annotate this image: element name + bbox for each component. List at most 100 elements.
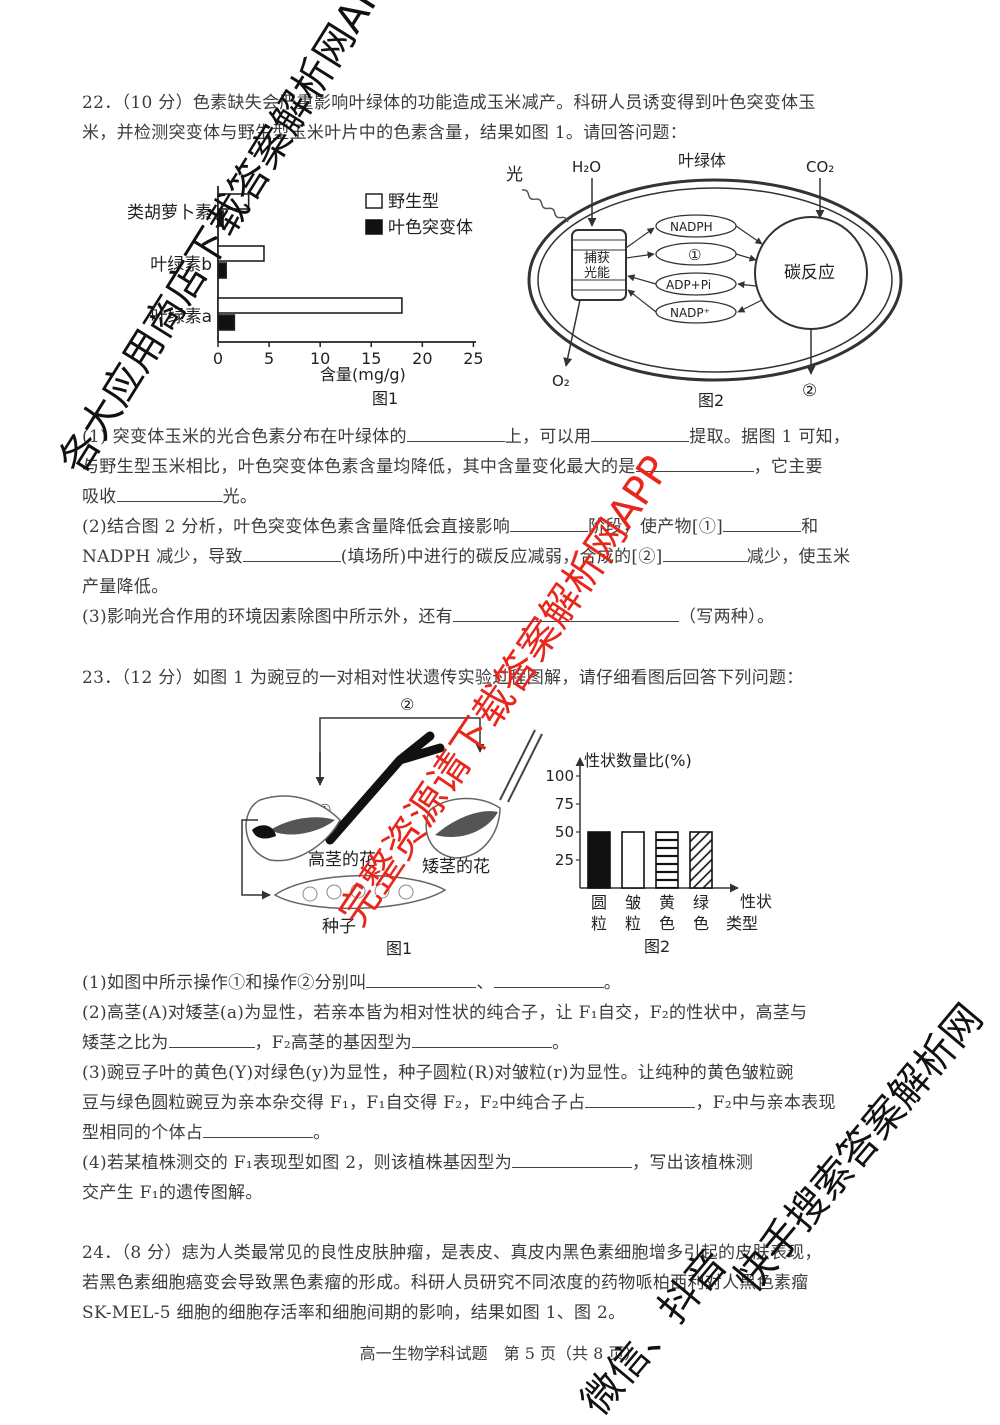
label-nadp: NADP⁺ (670, 306, 710, 320)
q22-part2-line3: 产量降低。 (82, 577, 169, 597)
q22-p1-text-a: (1) 突变体玉米的光合色素分布在叶绿体的 (82, 427, 407, 447)
answer-blank[interactable] (412, 1033, 553, 1048)
answer-blank[interactable] (242, 547, 341, 562)
fig2-category-label: 色 (659, 914, 675, 933)
answer-blank[interactable] (510, 517, 589, 532)
fig2-category-label: 绿 (693, 893, 709, 912)
q22-p1-text-b: 上，可以用 (504, 427, 592, 447)
q23-part3-line3: 型相同的个体占 。 (82, 1118, 330, 1143)
q23-part2-line1: (2)高茎(A)对矮茎(a)为显性，若亲本皆为相对性状的纯合子，让 F₁自交，F… (82, 1003, 808, 1023)
q22-p2-text-d: NADPH 减少，导致 (82, 547, 243, 567)
fig2-category-label: 色 (693, 914, 709, 933)
answer-blank[interactable] (116, 487, 223, 502)
fig2-category-label: 皱 (625, 893, 641, 912)
answer-blank[interactable] (512, 1153, 633, 1168)
answer-blank[interactable] (406, 427, 505, 442)
fig2-y-tick-label: 75 (555, 795, 574, 813)
answer-blank[interactable] (635, 457, 754, 472)
answer-blank[interactable] (366, 973, 477, 988)
answer-blank[interactable] (493, 973, 604, 988)
answer-blank[interactable] (662, 547, 747, 562)
q23-p1-text-b: 、 (476, 973, 494, 993)
q23-part2-line2: 矮茎之比为 ，F₂高茎的基因型为 。 (82, 1028, 569, 1053)
fig1-caption: 图1 (372, 389, 398, 408)
q22-p2-text-e: (填场所)中进行的碳反应减弱，合成的[②] (340, 547, 663, 567)
legend-swatch-wild (365, 193, 383, 209)
fig2-bar (655, 831, 679, 889)
seed-arrow (241, 819, 271, 900)
tall-flower-icon (245, 795, 341, 862)
q23-part3-line2: 豆与绿色圆粒豌豆为亲本杂交得 F₁，F₁自交得 F₂，F₂中纯合子占 ，F₂中与亲… (82, 1088, 836, 1113)
fig2-bar (587, 831, 611, 889)
fig2-ylabel: 性状数量比(%) (584, 751, 692, 770)
q22-part3-line1: (3)影响光合作用的环境因素除图中所示外，还有 （写两种）。 (82, 602, 774, 627)
q22-part2-line2: NADPH 减少，导致 (填场所)中进行的碳反应减弱，合成的[②] 减少，使玉米 (82, 542, 850, 567)
bar-wild-type (217, 193, 250, 210)
answer-blank[interactable] (585, 1093, 696, 1108)
chloroplast-inner (537, 187, 893, 373)
label-capture-2: 光能 (584, 266, 610, 281)
legend-label-wild: 野生型 (388, 192, 439, 212)
bar-wild-type (217, 297, 403, 314)
fig1-x-tick-label: 0 (213, 349, 223, 368)
fig1-x-tick-label: 20 (412, 349, 432, 368)
q23-part1: (1)如图中所示操作①和操作②分别叫、。 (82, 968, 621, 993)
fig1-short-label: 矮茎的花 (422, 857, 490, 877)
q22-fig2-diagram: 光 H₂O 叶绿体 CO₂ 捕获 光能 O₂ 碳反应 ② NADPH ① ADP… (506, 151, 903, 410)
fig2-caption: 图2 (698, 391, 724, 410)
fig1-x-tick-label: 15 (361, 349, 381, 368)
fig2-bar (621, 831, 645, 889)
fig2-category-label: 粒 (625, 914, 641, 933)
q22-p2-text-c: 和 (801, 517, 819, 537)
fig1-x-tick-label: 10 (310, 349, 330, 368)
fig1-category-label: 叶绿素a (151, 307, 212, 327)
chloroplast-outer (527, 178, 903, 382)
label-light: 光 (506, 165, 523, 185)
legend-swatch-mutant (365, 219, 383, 235)
q23-p3-text-c: ，F₂中与亲本表现 (695, 1093, 836, 1113)
q22-part1-line1: (1) 突变体玉米的光合色素分布在叶绿体的上，可以用提取。据图 1 可知， (82, 422, 850, 447)
q23-p3-text-e: 。 (313, 1123, 331, 1143)
answer-blank[interactable] (723, 517, 802, 532)
page-footer: 高一生物学科试题 第 5 页（共 8 页） (359, 1344, 641, 1363)
q23-p3-text-d: 型相同的个体占 (82, 1123, 204, 1143)
bar-mutant (217, 314, 236, 331)
answer-blank[interactable] (203, 1123, 314, 1138)
forceps-icon (499, 729, 536, 801)
q22-p2-text-f: 减少，使玉米 (746, 547, 851, 567)
q22-stem-line2: 米，并检测突变体与野生型玉米叶片中的色素含量，结果如图 1。请回答问题： (82, 123, 688, 143)
bar-mutant (217, 262, 227, 279)
q23-p2-text-d: 。 (552, 1033, 570, 1053)
grana-stack-icon (571, 229, 627, 301)
q23-part4-line2: 交产生 F₁的遗传图解。 (82, 1183, 263, 1203)
q22-part2-line1: (2)结合图 2 分析，叶色突变体色素含量降低会直接影响阶段，使产物[①]和 (82, 512, 818, 537)
pea-pod-icon (273, 874, 447, 910)
label-o2: O₂ (552, 372, 570, 390)
answer-blank[interactable] (452, 607, 679, 622)
fig1-x-tick-label: 25 (463, 349, 483, 368)
q22-p1-text-f: 吸收 (82, 487, 117, 507)
fig2-y-tick-label: 50 (555, 823, 574, 841)
q22-p3-text-a: (3)影响光合作用的环境因素除图中所示外，还有 (82, 607, 453, 627)
fig2-y-tick-label: 100 (545, 767, 574, 785)
q23-part4-line1: (4)若某植株测交的 F₁表现型如图 2，则该植株基因型为，写出该植株测 (82, 1148, 753, 1173)
bar-wild-type (217, 245, 265, 262)
q23-p4-text-b: ，写出该植株测 (632, 1153, 754, 1173)
q24-line1: 24．（8 分）痣为人类最常见的良性皮肤肿瘤，是表皮、真皮内黑色素细胞增多引起的… (82, 1243, 822, 1263)
answer-blank[interactable] (168, 1033, 255, 1048)
q23-p2-text-b: 矮茎之比为 (82, 1033, 169, 1053)
q23-p3-text-b: 豆与绿色圆粒豌豆为亲本杂交得 F₁，F₁自交得 F₂，F₂中纯合子占 (82, 1093, 586, 1113)
q23-fig1-caption: 图1 (386, 939, 412, 958)
fig2-category-label: 黄 (659, 893, 675, 912)
q22-p1-text-d: 与野生型玉米相比，叶色突变体色素含量均降低，其中含量变化最大的是 (82, 457, 636, 477)
fig1-category-label: 类胡萝卜素 (127, 203, 212, 223)
q23-fig1-illustration: ② ① 高茎的花 矮茎的花 种子 图1 (241, 695, 543, 958)
q22-p2-text-b: 阶段，使产物[①] (588, 517, 724, 537)
q23-p2-text-c: ，F₂高茎的基因型为 (254, 1033, 413, 1053)
q22-p3-text-b: （写两种）。 (678, 607, 775, 627)
q24-line2: 若黑色素细胞癌变会导致黑色素瘤的形成。科研人员研究不同浓度的药物哌柏西利对人黑色… (82, 1273, 809, 1293)
label-chloroplast: 叶绿体 (678, 151, 726, 170)
answer-blank[interactable] (591, 427, 690, 442)
fig2-xlabel-1: 性状 (740, 892, 772, 911)
